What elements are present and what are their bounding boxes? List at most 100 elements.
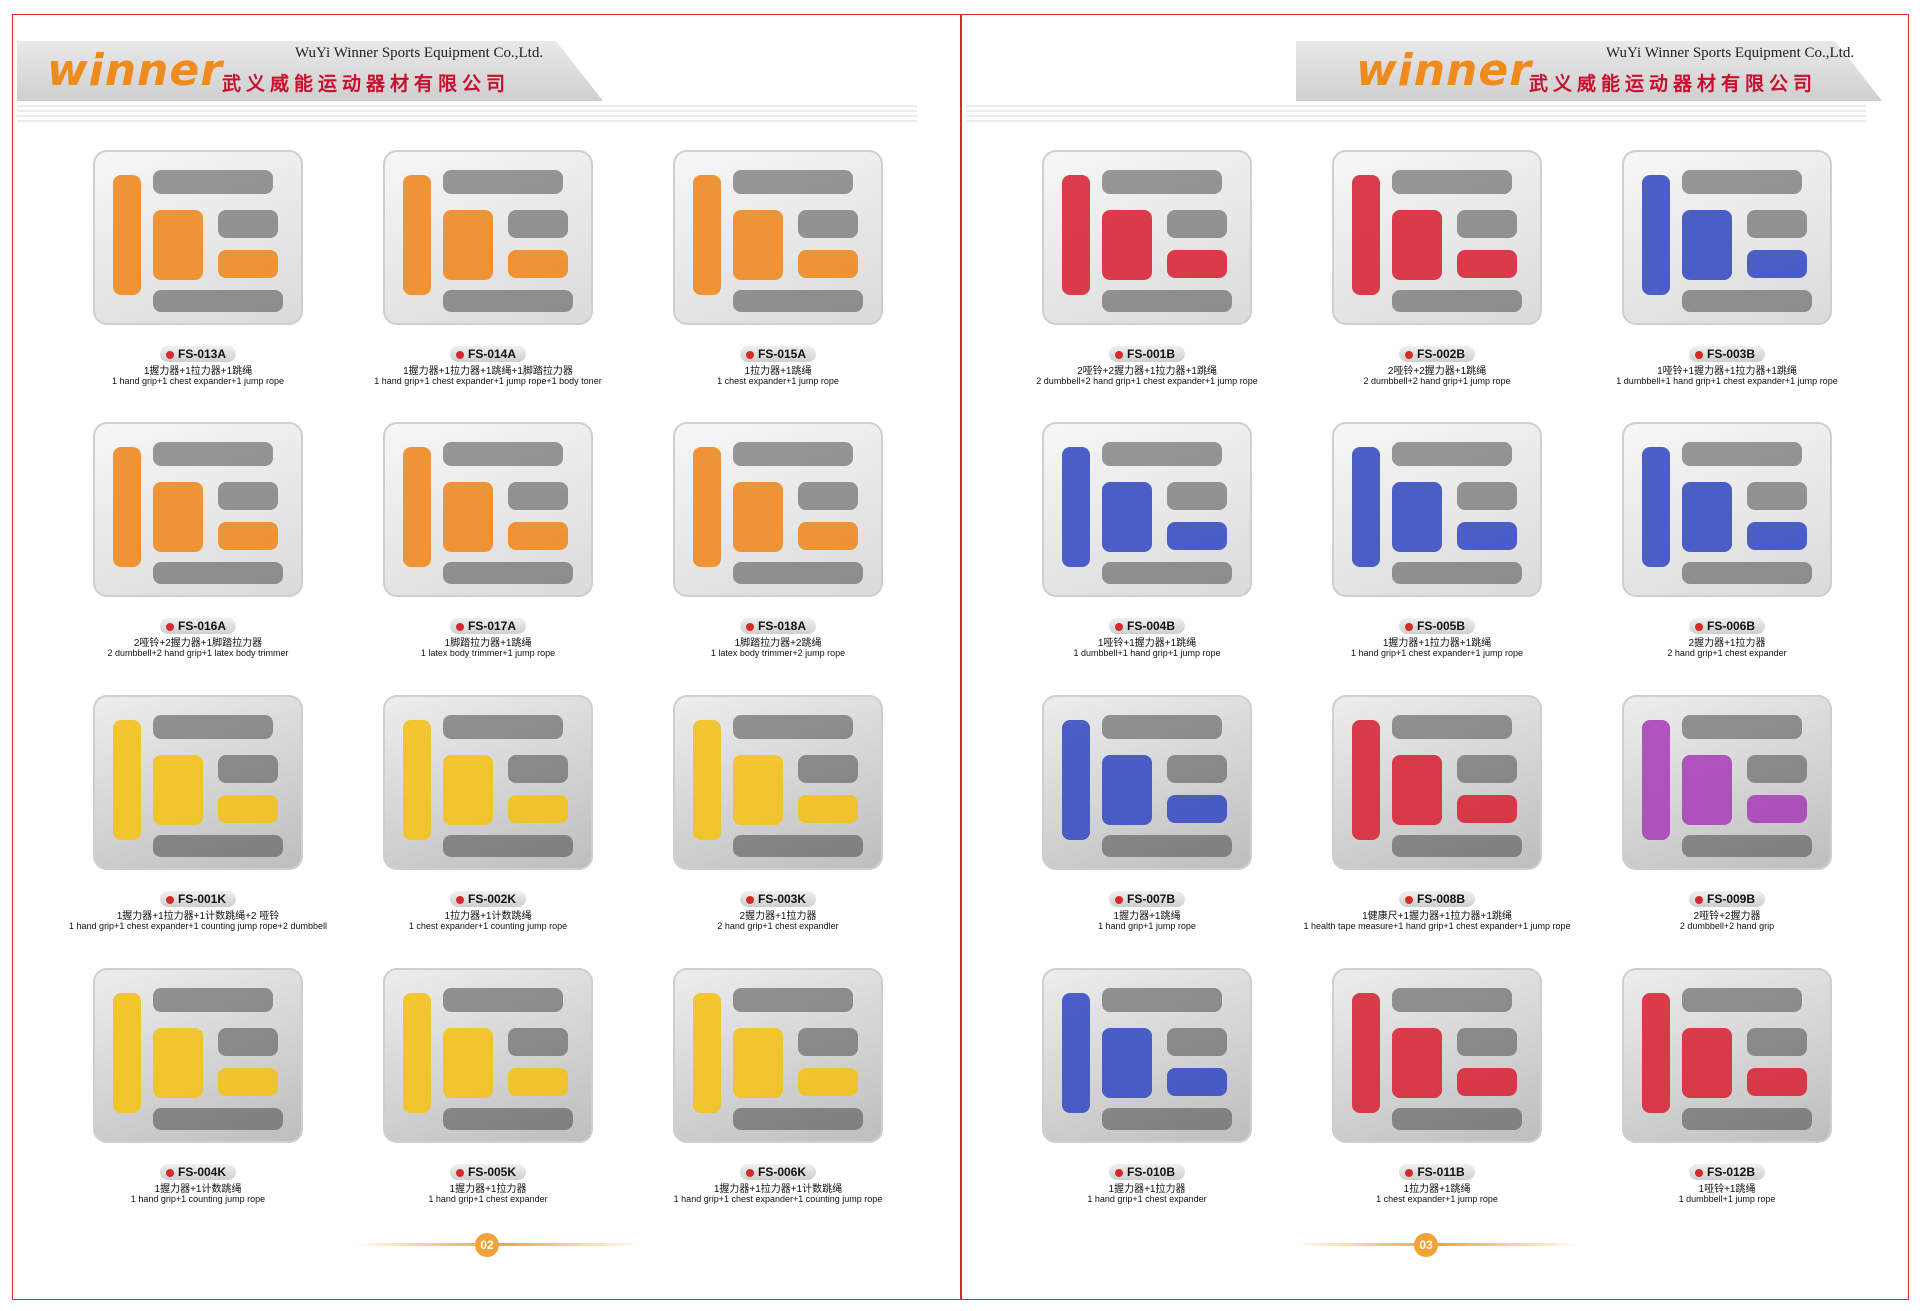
equipment-shape <box>1682 715 1802 739</box>
product-description-cn: 1握力器+1拉力器 <box>449 1184 527 1195</box>
equipment-shape <box>1457 755 1517 783</box>
product-code: FS-004K <box>177 1165 227 1179</box>
equipment-shape <box>733 715 853 739</box>
equipment-shape <box>1352 720 1380 840</box>
product-code: FS-005K <box>467 1165 517 1179</box>
page-header: winner WuYi Winner Sports Equipment Co.,… <box>17 35 917 125</box>
product-description-en: 2 hand grip+1 chest expander <box>1667 648 1787 658</box>
product-description-cn: 1握力器+1拉力器+1跳绳+1脚踏拉力器 <box>403 366 573 377</box>
equipment-shape <box>693 447 721 567</box>
product-code-row: FS-018A <box>633 618 923 634</box>
equipment-shape <box>218 250 278 278</box>
equipment-shape <box>1682 835 1812 857</box>
product-description-cn: 2哑铃+2握力器+1跳绳 <box>1387 366 1487 377</box>
equipment-shape <box>508 1068 568 1096</box>
product-photo <box>383 150 593 325</box>
product-code: FS-014A <box>467 347 517 361</box>
equipment-shape <box>1167 795 1227 823</box>
equipment-shape <box>1062 447 1090 567</box>
equipment-shape <box>1392 442 1512 466</box>
product-description-en: 2 dumbbell+2 hand grip+1 jump rope <box>1363 376 1511 386</box>
product-code-badge: FS-005B <box>1398 618 1476 634</box>
equipment-shape <box>1747 795 1807 823</box>
product-photo <box>1622 695 1832 870</box>
equipment-shape <box>443 290 573 312</box>
bullet-icon <box>745 895 754 904</box>
product-description-cn: 1握力器+1拉力器+1计数跳绳+2 哑铃 <box>116 911 280 922</box>
equipment-shape <box>1457 522 1517 550</box>
product-description-en: 1 hand grip+1 chest expander+1 jump rope… <box>374 376 602 386</box>
equipment-shape <box>1062 993 1090 1113</box>
bullet-icon <box>1404 350 1413 359</box>
equipment-shape <box>508 250 568 278</box>
product-photo <box>673 150 883 325</box>
equipment-shape <box>733 290 863 312</box>
product-code: FS-013A <box>177 347 227 361</box>
equipment-shape <box>1457 482 1517 510</box>
product-description-en: 1 latex body trimmer+1 jump rope <box>420 648 556 658</box>
brand-logo: winner <box>1356 45 1532 96</box>
equipment-shape <box>1682 1108 1812 1130</box>
equipment-shape <box>1102 562 1232 584</box>
equipment-shape <box>1392 988 1512 1012</box>
product-code-badge: FS-007B <box>1108 891 1186 907</box>
product-description-cn: 1握力器+1拉力器 <box>1108 1184 1186 1195</box>
equipment-shape <box>1102 1028 1152 1098</box>
equipment-shape <box>1682 988 1802 1012</box>
equipment-shape <box>153 988 273 1012</box>
product-description-en: 1 chest expander+1 jump rope <box>1376 1194 1498 1204</box>
equipment-shape <box>1747 755 1807 783</box>
product-code: FS-011B <box>1417 1165 1465 1179</box>
product-description-en: 1 hand grip+1 chest expander <box>1087 1194 1207 1204</box>
product-description-cn: 1握力器+1拉力器+1跳绳 <box>1382 638 1492 649</box>
product-description-en: 2 dumbbell+2 hand grip+1 chest expander+… <box>1036 376 1258 386</box>
equipment-shape <box>443 715 563 739</box>
equipment-shape <box>113 720 141 840</box>
equipment-shape <box>403 175 431 295</box>
product-description-en: 1 dumbbell+1 hand grip+1 chest expander+… <box>1616 376 1838 386</box>
equipment-shape <box>1682 210 1732 280</box>
product-code-badge: FS-017A <box>449 618 527 634</box>
equipment-shape <box>1457 210 1517 238</box>
product-code-badge: FS-004K <box>159 1164 237 1180</box>
equipment-shape <box>443 562 573 584</box>
equipment-shape <box>508 522 568 550</box>
equipment-shape <box>1392 1108 1522 1130</box>
product-code-badge: FS-010B <box>1108 1164 1186 1180</box>
product-description-en: 1 chest expander+1 counting jump rope <box>408 921 568 931</box>
product-code-badge: FS-018A <box>739 618 817 634</box>
equipment-shape <box>508 795 568 823</box>
product-description-cn: 2哑铃+2握力器 <box>1693 911 1761 922</box>
bullet-icon <box>1694 350 1703 359</box>
equipment-shape <box>443 1108 573 1130</box>
equipment-shape <box>508 755 568 783</box>
product-code: FS-002K <box>467 892 517 906</box>
equipment-shape <box>1392 755 1442 825</box>
product-photo <box>1332 422 1542 597</box>
product-code-badge: FS-006B <box>1688 618 1766 634</box>
company-name-cn: 武义威能运动器材有限公司 <box>222 73 511 95</box>
equipment-shape <box>153 562 283 584</box>
product-description-en: 1 hand grip+1 counting jump rope <box>130 1194 266 1204</box>
product-code: FS-006B <box>1706 619 1756 633</box>
equipment-shape <box>1642 175 1670 295</box>
product-photo <box>673 695 883 870</box>
equipment-shape <box>1747 1028 1807 1056</box>
product-code: FS-007B <box>1126 892 1176 906</box>
equipment-shape <box>153 835 283 857</box>
product-code: FS-012B <box>1706 1165 1756 1179</box>
bullet-icon <box>165 1168 174 1177</box>
product-photo <box>1622 150 1832 325</box>
product-code-row: FS-001B <box>1002 346 1292 362</box>
product-description-cn: 1哑铃+1握力器+1拉力器+1跳绳 <box>1657 366 1797 377</box>
equipment-shape <box>1167 755 1227 783</box>
product-description-cn: 1握力器+1计数跳绳 <box>154 1184 242 1195</box>
product-code: FS-017A <box>467 619 517 633</box>
equipment-shape <box>733 755 783 825</box>
product-description-en: 1 hand grip+1 chest expander+1 counting … <box>69 921 327 931</box>
equipment-shape <box>443 835 573 857</box>
product-code-badge: FS-003K <box>739 891 817 907</box>
equipment-shape <box>443 482 493 552</box>
